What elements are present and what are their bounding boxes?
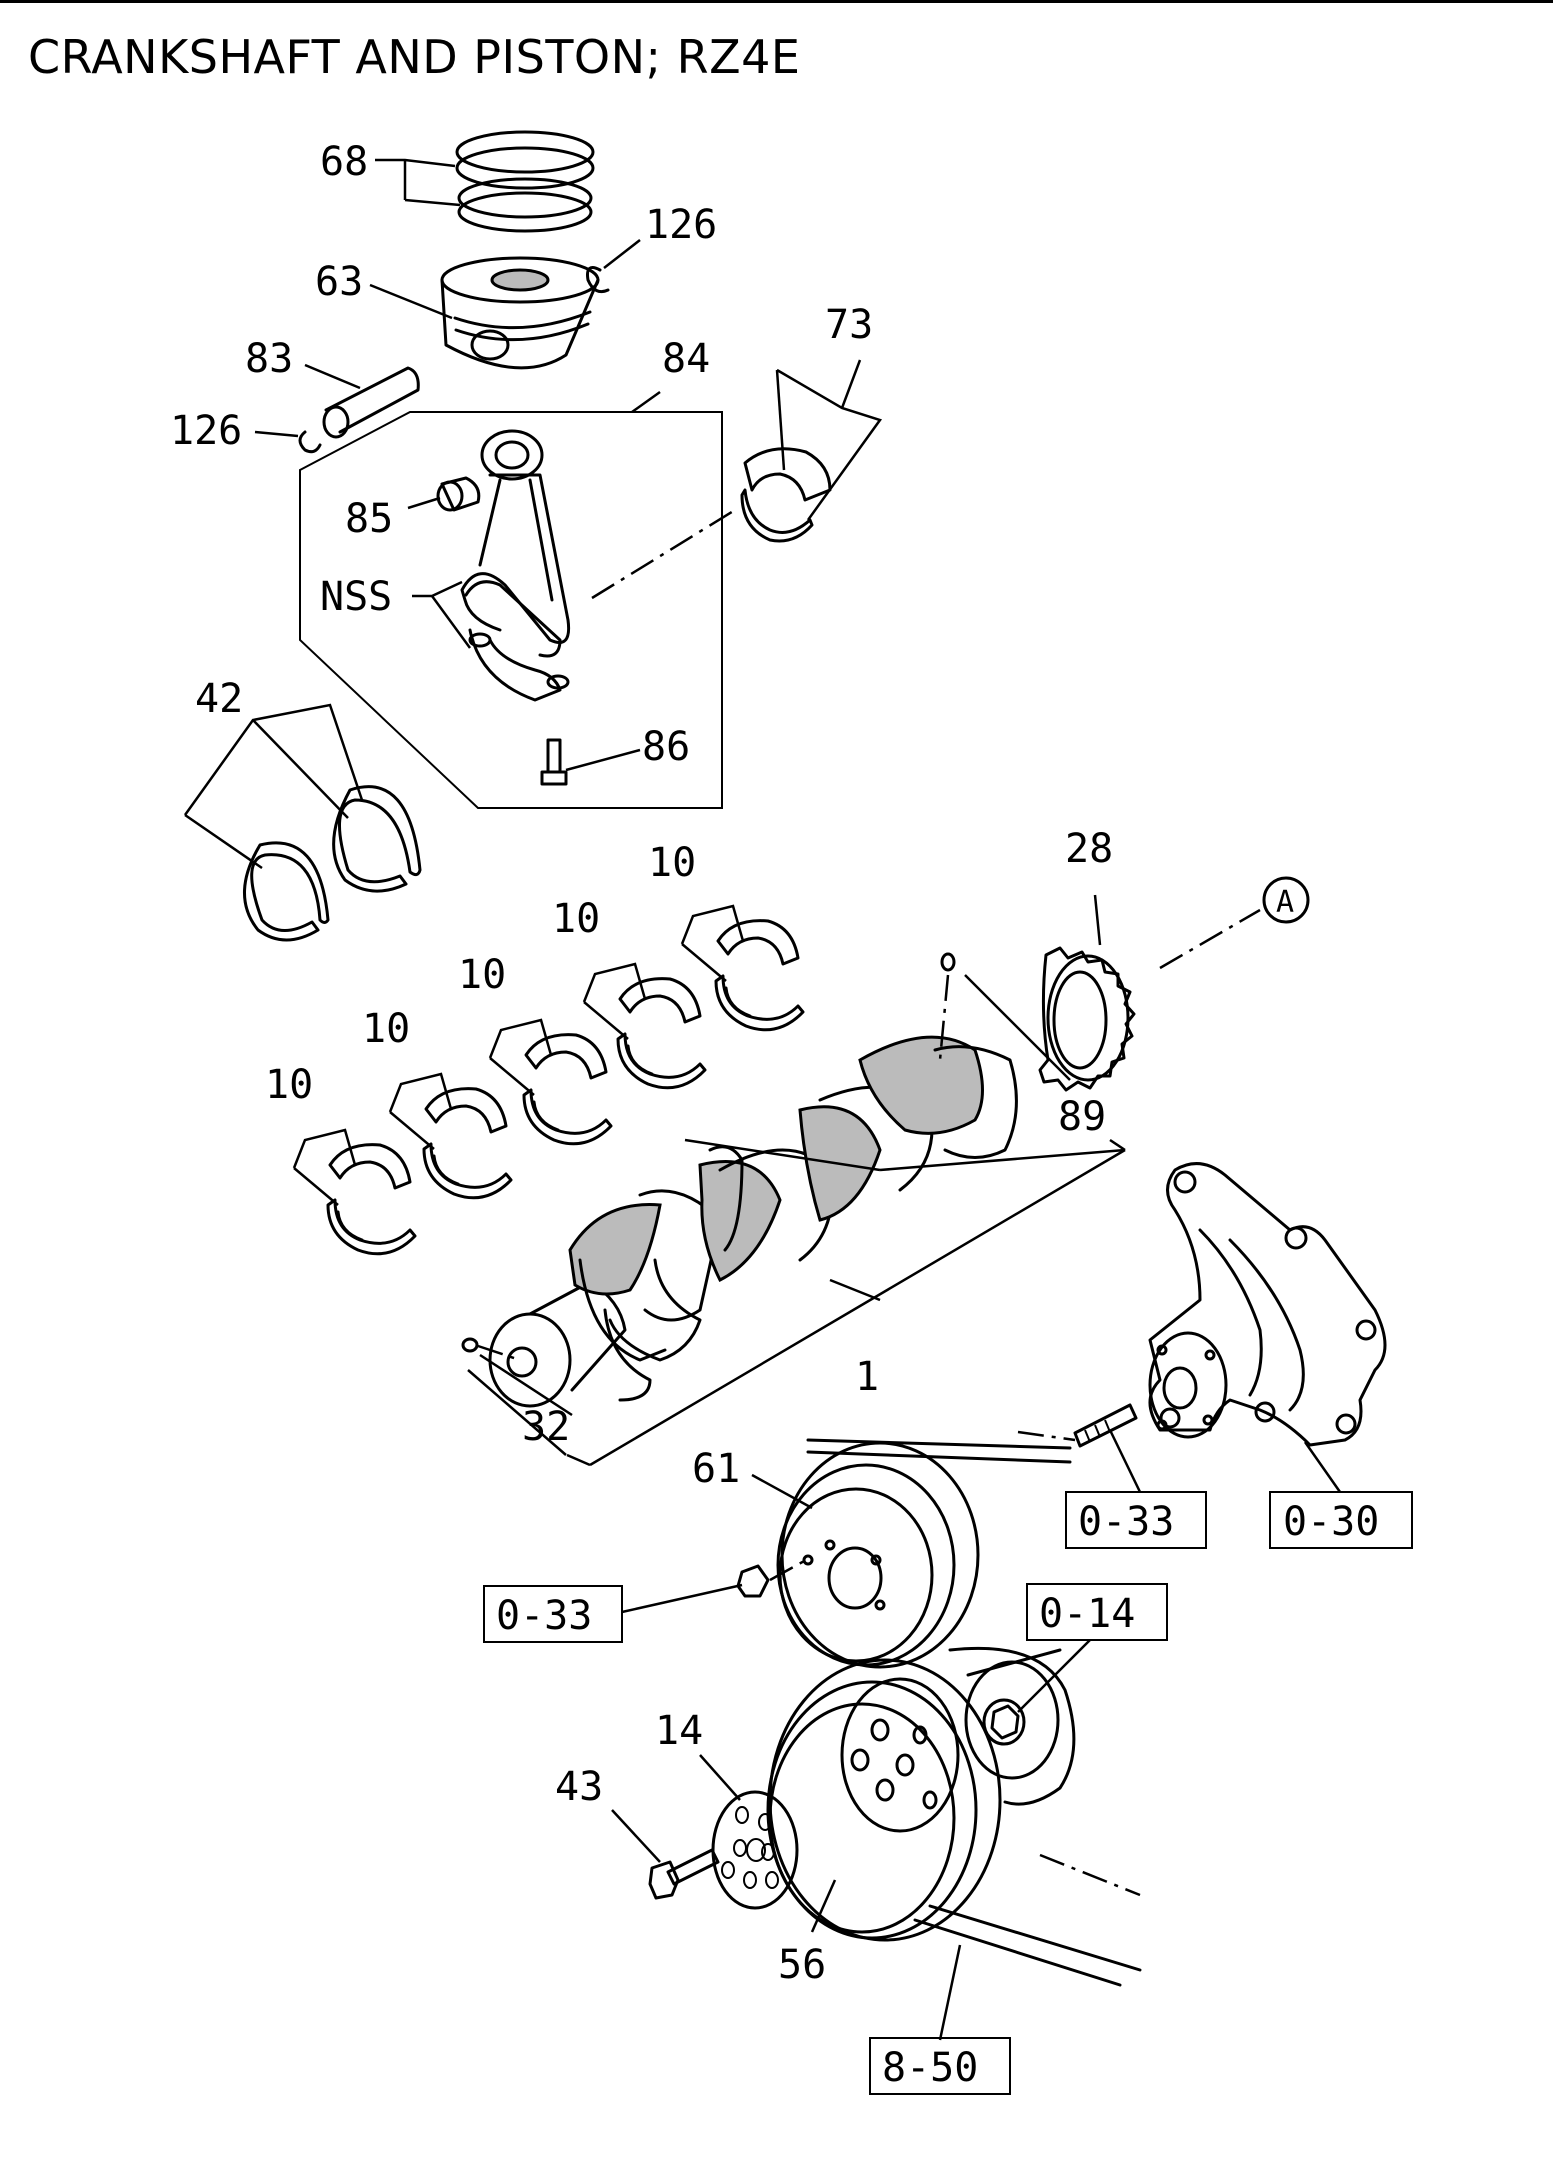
snap-ring-lower	[298, 430, 322, 454]
callout-84: 84	[662, 336, 710, 382]
pulley-plate	[711, 1790, 799, 1910]
leader-nss	[412, 580, 472, 649]
main-bearing-set	[488, 1018, 613, 1146]
main-bearing-set	[292, 1128, 417, 1256]
callout-63: 63	[315, 259, 363, 305]
callout-56: 56	[778, 1942, 826, 1988]
callout-10-a: 10	[265, 1062, 313, 1108]
fan-pulley-nut	[736, 1564, 770, 1598]
leader-89	[964, 974, 1071, 1081]
callout-10-e: 10	[648, 840, 696, 886]
ref-label-033-upper: 0-33	[1078, 1499, 1174, 1545]
leader-014	[1017, 1639, 1091, 1713]
callout-1: 1	[855, 1354, 879, 1400]
callout-85: 85	[345, 496, 393, 542]
diagram-title: CRANKSHAFT AND PISTON; RZ4E	[28, 30, 801, 84]
centerline-stud	[1017, 1430, 1076, 1442]
main-bearing-set	[582, 962, 707, 1090]
callout-86: 86	[642, 724, 690, 770]
connecting-rod	[460, 429, 571, 702]
leader-033-lower	[621, 1583, 743, 1614]
callout-32: 32	[522, 1404, 570, 1450]
crankshaft-bracket	[566, 1138, 1126, 1467]
crank-pulley	[766, 1648, 1142, 1987]
leader-28	[1093, 894, 1102, 946]
leader-63	[369, 283, 453, 320]
callout-28: 28	[1065, 826, 1113, 872]
dowel-pin-89	[938, 952, 956, 1061]
callout-126-upper: 126	[645, 202, 717, 248]
callout-61: 61	[692, 1446, 740, 1492]
ref-box-033-upper	[1065, 1491, 1207, 1549]
conrod-bolt	[540, 738, 568, 786]
leader-68	[375, 158, 461, 207]
idler-pulley	[948, 1646, 1076, 1806]
callout-14: 14	[655, 1708, 703, 1754]
leader-84	[631, 390, 661, 414]
callout-10-b: 10	[362, 1006, 410, 1052]
piston-pin	[322, 366, 420, 439]
callout-68: 68	[320, 139, 368, 185]
top-rule	[0, 0, 1553, 3]
water-pump-stud	[1073, 1403, 1138, 1448]
conrod-bearing	[740, 447, 832, 543]
callout-10-c: 10	[458, 952, 506, 998]
callout-42: 42	[195, 676, 243, 722]
ref-label-033-lower: 0-33	[496, 1593, 592, 1639]
leader-126-lower	[254, 430, 299, 438]
conrod-bushing	[436, 476, 481, 512]
centerline-conrod	[591, 508, 736, 600]
leader-32	[479, 1353, 573, 1417]
crankshaft-bracket-lines	[467, 1138, 1126, 1456]
leader-61	[751, 1473, 813, 1510]
callout-89: 89	[1058, 1094, 1106, 1140]
leader-83	[304, 363, 361, 390]
main-bearing-set	[388, 1072, 513, 1200]
ref-box-014	[1026, 1583, 1168, 1641]
conrod-group-box	[299, 411, 723, 809]
leader-56	[810, 1879, 837, 1933]
ref-label-014: 0-14	[1039, 1591, 1135, 1637]
leader-14	[699, 1754, 741, 1801]
leader-85	[407, 496, 441, 510]
centerline-nut	[769, 1558, 807, 1582]
leader-126-upper	[603, 239, 641, 269]
main-bearing-set	[680, 904, 805, 1032]
callout-nss: NSS	[320, 574, 392, 620]
leader-86	[565, 748, 641, 772]
leader-033-upper	[1108, 1429, 1142, 1493]
callout-10-d: 10	[552, 896, 600, 942]
callout-83: 83	[245, 336, 293, 382]
callout-126-lower: 126	[170, 408, 242, 454]
snap-ring-upper	[586, 266, 610, 294]
crank-gear	[1038, 946, 1136, 1092]
leader-73	[775, 359, 883, 521]
piston	[440, 256, 600, 370]
ref-label-850: 8-50	[882, 2045, 978, 2091]
leader-850	[938, 1944, 962, 2041]
reference-circle-a	[1262, 876, 1310, 924]
ref-box-030	[1269, 1491, 1413, 1549]
piston-rings	[455, 130, 595, 233]
dowel-pin-32	[461, 1337, 521, 1362]
callout-73: 73	[825, 302, 873, 348]
callout-43: 43	[555, 1764, 603, 1810]
water-pump	[1148, 1162, 1387, 1447]
leader-42	[183, 703, 364, 870]
thrust-washers	[243, 785, 422, 942]
crank-pulley-bolt	[648, 1848, 720, 1900]
crankshaft	[488, 1035, 1018, 1408]
callout-circle-a: A	[1276, 885, 1294, 920]
ref-label-030: 0-30	[1283, 1499, 1379, 1545]
centerline-gear	[1159, 908, 1261, 970]
ref-box-033-lower	[483, 1585, 623, 1643]
leader-030	[1303, 1441, 1342, 1493]
ref-box-850	[869, 2037, 1011, 2095]
leader-43	[611, 1809, 661, 1863]
